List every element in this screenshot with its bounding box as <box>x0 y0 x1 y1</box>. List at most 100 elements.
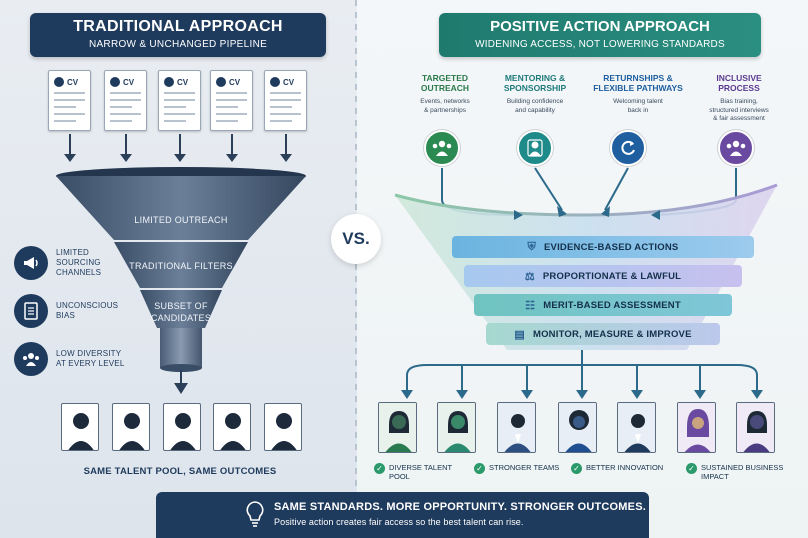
person-icon <box>498 403 535 452</box>
down-arrow-icon <box>120 134 132 162</box>
bar-label: PROPORTIONATE & LAWFUL <box>542 270 682 282</box>
outcome-line: SUSTAINED BUSINESS <box>701 463 784 472</box>
shield-check-icon: ⛨ <box>527 240 536 253</box>
diverse-candidate-avatar <box>677 402 716 453</box>
lightbulb-icon <box>246 501 264 527</box>
group-icon <box>14 342 48 376</box>
person-icon <box>618 403 655 452</box>
bar-evidence: ⛨ EVIDENCE-BASED ACTIONS <box>452 236 754 258</box>
footer-title: SAME STANDARDS. MORE OPPORTUNITY. STRONG… <box>274 501 646 513</box>
cv-document: CV <box>48 70 91 131</box>
outcome-line: POOL <box>389 472 410 481</box>
traditional-title: TRADITIONAL APPROACH <box>73 18 283 35</box>
person-icon <box>438 403 475 452</box>
check-icon: ✓ <box>474 463 485 474</box>
outreach-group-icon <box>424 130 460 166</box>
cv-document: CV <box>158 70 201 131</box>
side-text-line: SOURCING <box>56 258 101 267</box>
column-desc-line: and capability <box>515 106 555 114</box>
traditional-caption: SAME TALENT POOL, SAME OUTCOMES <box>83 466 277 477</box>
person-icon <box>220 413 246 450</box>
outcome-line: IMPACT <box>701 472 729 481</box>
divider <box>355 0 357 538</box>
column-desc-line: structured interviews <box>709 106 769 114</box>
column-title-line: RETURNSHIPS & <box>603 73 673 83</box>
diverse-candidate-avatar <box>558 402 597 453</box>
column-desc-line: Welcoming talent <box>613 98 663 105</box>
cv-document: CV <box>210 70 253 131</box>
column-desc: Events, networks& partnerships <box>405 98 485 115</box>
column-title-line: OUTREACH <box>420 83 470 93</box>
cv-photo-icon <box>54 77 64 87</box>
side-text-line: UNCONSCIOUS <box>56 301 119 310</box>
cv-label: CV <box>283 77 295 87</box>
bar-label: MONITOR, MEASURE & IMPROVE <box>532 328 692 340</box>
column-desc-line: Building confidence <box>506 98 564 105</box>
bar-chart-icon: ▤ <box>514 328 525 341</box>
candidate-avatar <box>264 403 302 451</box>
side-text-line: CHANNELS <box>56 268 102 277</box>
column-title: MENTORING &SPONSORSHIP <box>495 73 575 93</box>
outcome-line: DIVERSE TALENT <box>389 463 453 472</box>
traditional-funnel <box>56 167 306 394</box>
cv-label: CV <box>229 77 241 87</box>
outcome-line: BETTER INNOVATION <box>586 463 664 472</box>
column-title-line: TARGETED <box>421 73 469 83</box>
bar-label: EVIDENCE-BASED ACTIONS <box>544 241 679 253</box>
funnel-label: CANDIDATES <box>150 313 212 323</box>
bar-label: MERIT-BASED ASSESSMENT <box>543 299 681 311</box>
outcome-item: ✓ BETTER INNOVATION <box>571 463 671 474</box>
column-desc-line: back in <box>627 106 649 114</box>
megaphone-icon <box>14 246 48 280</box>
column-title: RETURNSHIPS &FLEXIBLE PATHWAYS <box>592 73 684 93</box>
footer-subtitle: Positive action creates fair access so t… <box>274 517 524 527</box>
down-arrow-icon <box>226 134 238 162</box>
column-desc-line: Bias training, <box>720 98 758 105</box>
person-icon <box>119 413 145 450</box>
down-arrow-icon <box>174 134 186 162</box>
diverse-candidate-avatar <box>437 402 476 453</box>
funnel-label: TRADITIONAL FILTERS <box>129 261 233 271</box>
column-title-line: PROCESS <box>718 83 760 93</box>
check-icon: ✓ <box>686 463 697 474</box>
person-icon <box>271 413 297 450</box>
cv-document: CV <box>104 70 147 131</box>
cv-label: CV <box>67 77 79 87</box>
person-icon <box>379 403 416 452</box>
positive-title: POSITIVE ACTION APPROACH <box>490 18 710 35</box>
cv-photo-icon <box>216 77 226 87</box>
checklist-icon <box>14 294 48 328</box>
cv-label: CV <box>123 77 135 87</box>
traditional-subtitle: NARROW & UNCHANGED PIPELINE <box>88 39 268 50</box>
side-text-line: LOW DIVERSITY <box>56 349 122 358</box>
cv-photo-icon <box>110 77 120 87</box>
side-text-line: BIAS <box>56 311 76 320</box>
person-icon <box>559 403 596 452</box>
column-desc: Bias training,structured interviews& fai… <box>698 98 780 124</box>
person-icon <box>678 403 715 452</box>
outcome-line: STRONGER TEAMS <box>489 463 560 472</box>
down-arrow-icon <box>64 134 76 162</box>
bar-merit: ☷ MERIT-BASED ASSESSMENT <box>474 294 732 316</box>
cv-label: CV <box>177 77 189 87</box>
scales-icon: ⚖ <box>524 270 535 283</box>
person-card-icon: ☷ <box>525 299 536 312</box>
diverse-candidate-avatar <box>736 402 775 453</box>
person-icon <box>737 403 774 452</box>
check-icon: ✓ <box>374 463 385 474</box>
positive-subtitle: WIDENING ACCESS, NOT LOWERING STANDARDS <box>475 39 725 50</box>
footer-banner: SAME STANDARDS. MORE OPPORTUNITY. STRONG… <box>156 492 649 538</box>
check-icon: ✓ <box>571 463 582 474</box>
refresh-icon <box>610 130 646 166</box>
side-text-line: LIMITED <box>56 248 89 257</box>
bar-monitor: ▤ MONITOR, MEASURE & IMPROVE <box>486 323 720 345</box>
bar-lawful: ⚖ PROPORTIONATE & LAWFUL <box>464 265 742 287</box>
inclusive-group-icon <box>718 130 754 166</box>
column-desc-line: Events, networks <box>420 98 470 105</box>
